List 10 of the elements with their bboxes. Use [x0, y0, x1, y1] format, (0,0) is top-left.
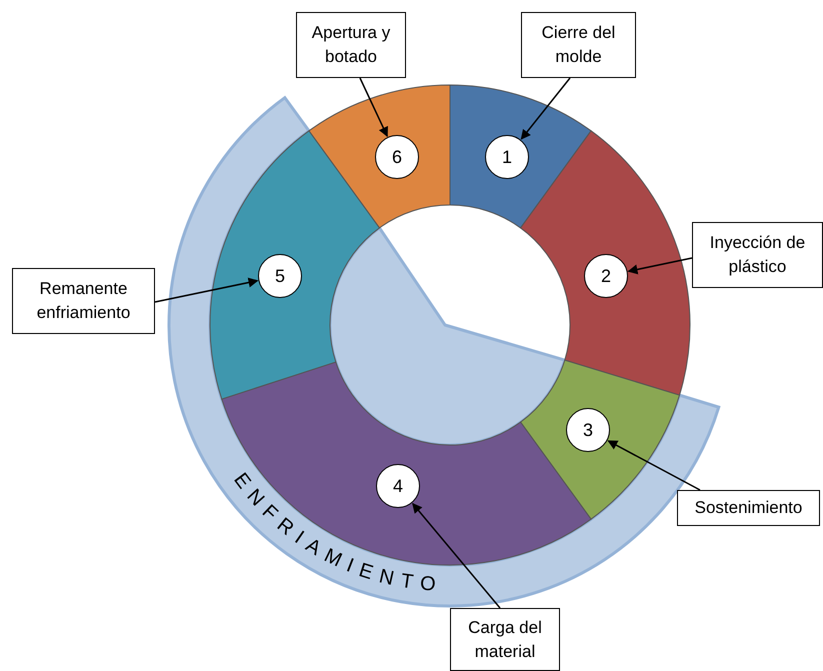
callout-box: Inyección de plástico: [692, 222, 823, 288]
callout-box: Remanente enfriamiento: [12, 268, 155, 334]
callout-box: Carga del material: [450, 608, 560, 671]
leader-arrow: [628, 257, 692, 274]
callout-box: Sostenimiento: [677, 490, 820, 526]
callout-box: Apertura y botado: [296, 12, 406, 78]
callout-box: Cierre del molde: [521, 12, 636, 78]
leader-arrow: [359, 78, 388, 138]
leader-arrow: [154, 278, 258, 303]
leader-arrow: [520, 78, 571, 140]
